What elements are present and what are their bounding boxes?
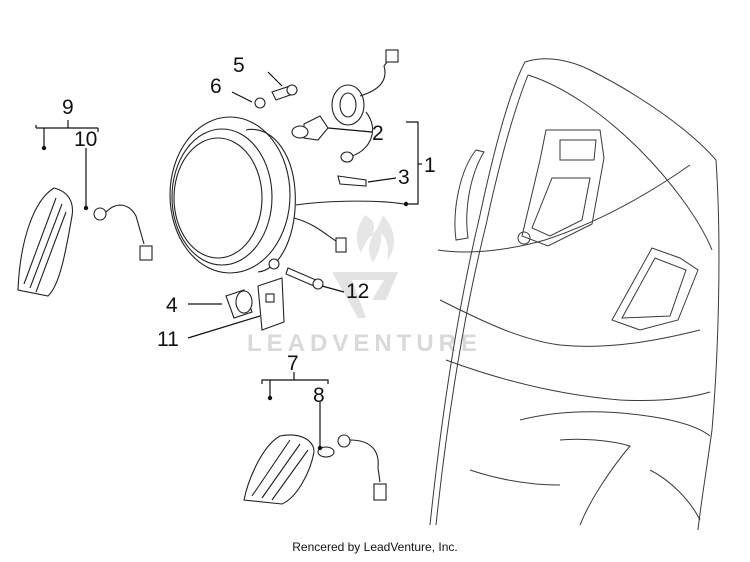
screw-washer	[254, 84, 298, 109]
callout-3: 3	[398, 166, 410, 189]
right-turn-signal	[243, 434, 387, 505]
leadventure-watermark: LEADVENTURE	[247, 215, 482, 357]
left-turn-signal	[17, 187, 153, 297]
watermark-text: LEADVENTURE	[247, 330, 482, 357]
footer-credit: Rencered by LeadVenture, Inc.	[292, 540, 458, 554]
callout-1: 1	[424, 154, 436, 177]
headlight-bulb	[291, 49, 399, 163]
callout-2: 2	[372, 122, 384, 145]
callout-4: 4	[166, 294, 178, 317]
callout-7: 7	[287, 352, 299, 375]
callout-11: 11	[157, 328, 179, 351]
scooter-front-shield	[429, 58, 720, 531]
callout-10: 10	[74, 128, 97, 151]
headlight-connector	[335, 237, 347, 253]
callout-5: 5	[233, 54, 245, 77]
leader-lines	[35, 71, 422, 451]
callout-8: 8	[313, 384, 325, 407]
callout-numbers: 9 10 5 6 2 3 1 4 11 12 7 8	[62, 54, 436, 407]
mounting-hardware	[225, 267, 324, 331]
headlight-assembly	[169, 116, 405, 274]
callout-9: 9	[62, 96, 74, 119]
callout-6: 6	[210, 75, 222, 98]
callout-12: 12	[346, 280, 369, 303]
wire-clip	[337, 175, 367, 187]
